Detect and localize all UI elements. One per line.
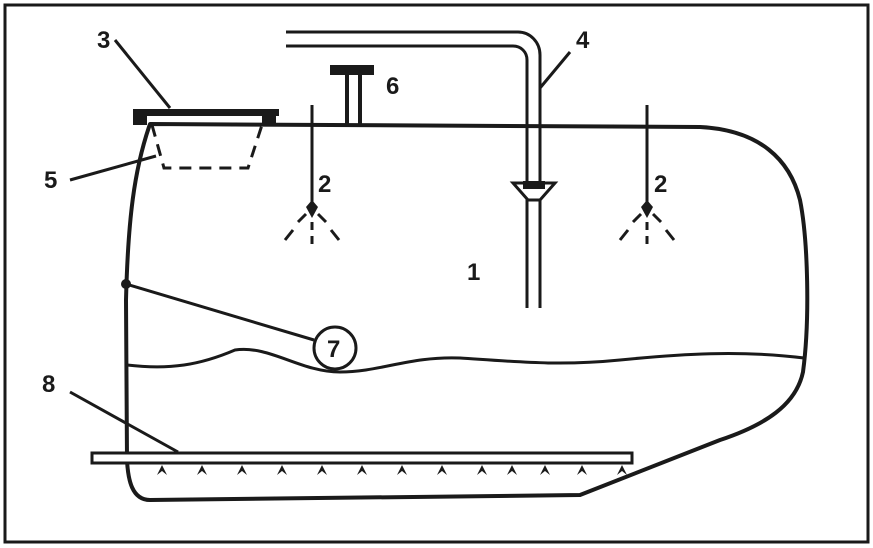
label-level: 7 — [327, 336, 340, 363]
lid-flange-right — [262, 109, 276, 125]
lid-flange-left — [133, 109, 147, 125]
agitator-bar — [90, 451, 634, 465]
vent-stem-left — [345, 74, 349, 124]
agitator-jets — [157, 465, 627, 475]
level-sensor-dot — [121, 279, 131, 289]
label-vent: 6 — [386, 73, 399, 100]
tank-outline — [124, 122, 810, 502]
label-strainer: 5 — [44, 167, 57, 194]
leader-3 — [113, 39, 172, 109]
vent-cap — [330, 65, 374, 75]
vent-stem-right — [358, 74, 362, 124]
pipe-nozzle-band — [523, 181, 545, 189]
liquid-level-line — [126, 347, 805, 374]
label-nozzle-right: 2 — [654, 171, 667, 198]
strainer-basket — [150, 124, 264, 170]
spray-pattern-right — [618, 212, 676, 244]
label-lid: 3 — [97, 27, 110, 54]
spray-pattern-left — [283, 212, 341, 244]
pipe-outer — [286, 30, 542, 308]
outer-border — [3, 3, 870, 544]
tank-lid — [133, 109, 279, 116]
spray-nozzle-left-head — [306, 200, 318, 218]
label-agitator: 8 — [42, 371, 55, 398]
leader-4 — [538, 51, 572, 89]
label-tank: 1 — [467, 259, 480, 286]
leader-7 — [125, 282, 315, 342]
label-7-circle — [312, 325, 358, 371]
spray-nozzle-right-head — [641, 200, 653, 218]
leader-5 — [69, 154, 157, 182]
leader-8 — [69, 390, 179, 454]
label-pipe: 4 — [576, 27, 590, 54]
pipe-inner — [286, 44, 529, 308]
label-nozzle-left: 2 — [318, 171, 331, 198]
